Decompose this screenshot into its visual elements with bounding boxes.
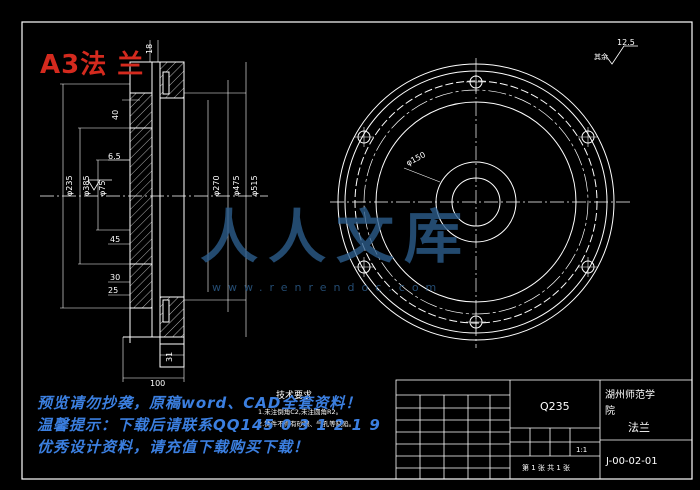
tech-line-2: 2.铸件不得有砂眼、气孔等缺陷。 bbox=[258, 419, 355, 428]
sheet-info: 第 1 张 共 1 张 bbox=[522, 463, 570, 472]
dim-phi515: φ515 bbox=[250, 175, 259, 196]
dim-100: 100 bbox=[150, 379, 165, 388]
dim-phi150: φ150 bbox=[405, 150, 427, 168]
roughness-other: 其余 bbox=[594, 52, 608, 61]
dim-phi270: φ270 bbox=[212, 175, 221, 196]
dim-18: 18 bbox=[145, 44, 154, 54]
dim-31: 31 bbox=[165, 352, 174, 362]
dim-phi75: φ75 bbox=[98, 181, 107, 196]
promo-line-3: 优秀设计资料，请充值下载购买下载！ bbox=[37, 438, 310, 456]
dim-45: 45 bbox=[110, 235, 120, 244]
dim-6-5: 6.5 bbox=[108, 152, 121, 161]
front-dim-text: φ150 12.5 其余 bbox=[405, 38, 635, 168]
sheet-border bbox=[21, 21, 693, 480]
dim-phi385: φ385 bbox=[82, 175, 91, 196]
site-watermark-text: 人人文库 bbox=[200, 203, 473, 271]
scale: 1:1 bbox=[576, 446, 587, 454]
site-watermark-url: www.renrendoc.com bbox=[212, 281, 444, 294]
dim-25: 25 bbox=[108, 286, 118, 295]
bolt-holes bbox=[354, 72, 598, 332]
tech-title: 技术要求 bbox=[276, 389, 312, 401]
promo-line-2: 温馨提示：下载后请联系QQ145 0 3 1 2 1 9 bbox=[37, 416, 381, 434]
part-name: 法兰 bbox=[628, 420, 650, 434]
dim-phi475: φ475 bbox=[232, 175, 241, 196]
material: Q235 bbox=[540, 400, 570, 413]
dim-30: 30 bbox=[110, 273, 120, 282]
tech-requirements: 技术要求 1.未注倒角C2,未注圆角R2。 2.铸件不得有砂眼、气孔等缺陷。 bbox=[258, 389, 355, 428]
section-view bbox=[40, 40, 268, 382]
school-name-line-2: 院 bbox=[605, 404, 615, 417]
section-dim-text: 18 40 6.5 45 30 25 31 100 φ235 φ385 φ75 … bbox=[65, 44, 259, 388]
drawing-number: J-00-02-01 bbox=[605, 456, 658, 467]
school-name-line-1: 湖州师范学 bbox=[605, 388, 655, 401]
title-block bbox=[395, 379, 693, 480]
promo-line-1: 预览请勿抄袭，原稿word、CAD全套资料！ bbox=[37, 394, 362, 412]
roughness-value: 12.5 bbox=[617, 38, 635, 47]
front-view bbox=[330, 45, 638, 348]
title-block-text: Q235 湖州师范学 院 法兰 J-00-02-01 第 1 张 共 1 张 1… bbox=[522, 388, 658, 472]
dim-phi235: φ235 bbox=[65, 175, 74, 196]
dim-40: 40 bbox=[111, 110, 120, 120]
sheet-size-label: A3法 兰 bbox=[40, 50, 145, 80]
tech-line-1: 1.未注倒角C2,未注圆角R2。 bbox=[258, 407, 342, 416]
